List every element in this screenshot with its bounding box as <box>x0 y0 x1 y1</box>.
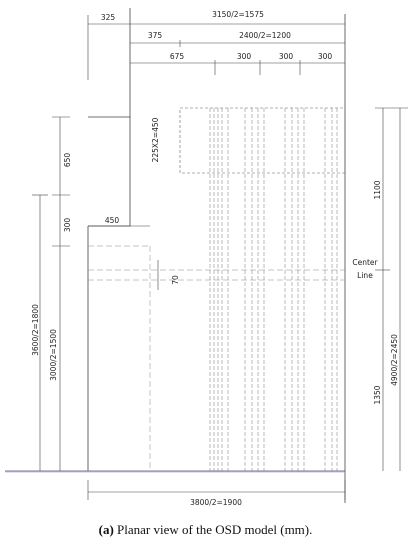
dim-label-1575: 3150/2=1575 <box>212 10 264 19</box>
dim-label-300-a: 300 <box>237 52 252 61</box>
model-outline <box>87 8 346 503</box>
dim-label-300-b: 300 <box>279 52 294 61</box>
top-dimension-lines <box>87 15 345 80</box>
dim-label-450: 450 <box>105 216 120 225</box>
bottom-dimension-lines <box>87 480 346 500</box>
center-line-label-1: Center <box>352 258 378 267</box>
center-line-label-2: Line <box>357 271 373 280</box>
dim-label-1500: 3000/2=1500 <box>49 329 58 381</box>
inner-cut <box>179 107 346 174</box>
dim-label-1800: 3600/2=1800 <box>31 304 40 356</box>
dim-label-300-left: 300 <box>63 218 72 233</box>
caption-text: Planar view of the OSD model (mm). <box>113 522 313 537</box>
dim-label-375: 375 <box>148 31 163 40</box>
dim-label-675: 675 <box>170 52 185 61</box>
right-dimension-lines <box>375 107 408 471</box>
osd-planar-drawing: 325 3150/2=1575 375 2400/2=1200 675 300 … <box>5 8 408 507</box>
figure-caption: (a) Planar view of the OSD model (mm). <box>0 522 411 538</box>
dim-label-1350: 1350 <box>373 385 382 404</box>
caption-label: (a) <box>98 522 114 537</box>
dim-label-1100: 1100 <box>373 180 382 199</box>
center-region-lines <box>88 245 345 471</box>
dim-label-225x2: 225X2=450 <box>151 117 160 162</box>
dim-label-70: 70 <box>171 275 180 285</box>
dim-label-1900: 3800/2=1900 <box>190 498 242 507</box>
dim-label-300-c: 300 <box>318 52 333 61</box>
dim-label-1200: 2400/2=1200 <box>239 31 291 40</box>
left-dimension-lines <box>32 116 150 471</box>
dim-label-650: 650 <box>63 153 72 168</box>
dim-label-325: 325 <box>101 13 116 22</box>
dim-label-2450: 4900/2=2450 <box>390 334 399 386</box>
stiffener-lines <box>209 108 338 471</box>
